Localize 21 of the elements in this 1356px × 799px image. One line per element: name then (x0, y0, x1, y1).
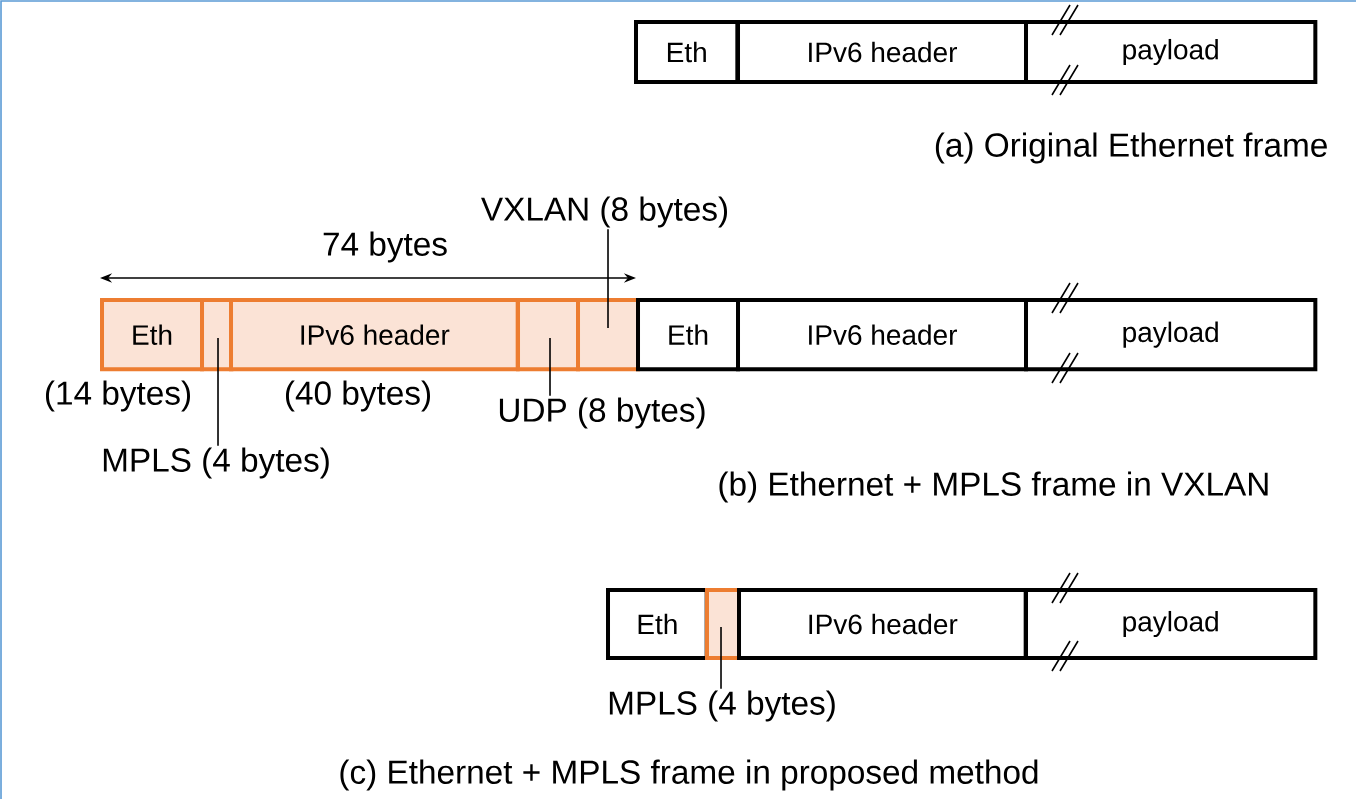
leader-line (607, 228, 609, 329)
header-field: payload (1024, 588, 1318, 660)
leader-line (720, 626, 722, 690)
leader-line (217, 337, 219, 447)
caption: (c) Ethernet + MPLS frame in proposed method (340, 759, 1038, 791)
header-field: Eth (606, 588, 709, 660)
header-field: payload (1024, 298, 1318, 372)
leader-line (549, 337, 551, 397)
caption: (b) Ethernet + MPLS frame in VXLAN (719, 471, 1268, 503)
size-label: (14 bytes) (46, 380, 190, 412)
field-label: UDP (8 bytes) (499, 397, 705, 429)
field-label: MPLS (4 bytes) (609, 690, 835, 722)
field-label: VXLAN (8 bytes) (481, 196, 727, 228)
header-field: IPv6 header (737, 588, 1028, 660)
header-field: payload (1024, 20, 1318, 84)
dimension-label: 74 bytes (323, 231, 447, 263)
header-field: Eth (636, 298, 740, 372)
field-label: MPLS (4 bytes) (103, 447, 329, 479)
size-label: (40 bytes) (286, 380, 430, 412)
caption: (a) Original Ethernet frame (935, 132, 1327, 164)
header-field: Eth (634, 20, 740, 84)
